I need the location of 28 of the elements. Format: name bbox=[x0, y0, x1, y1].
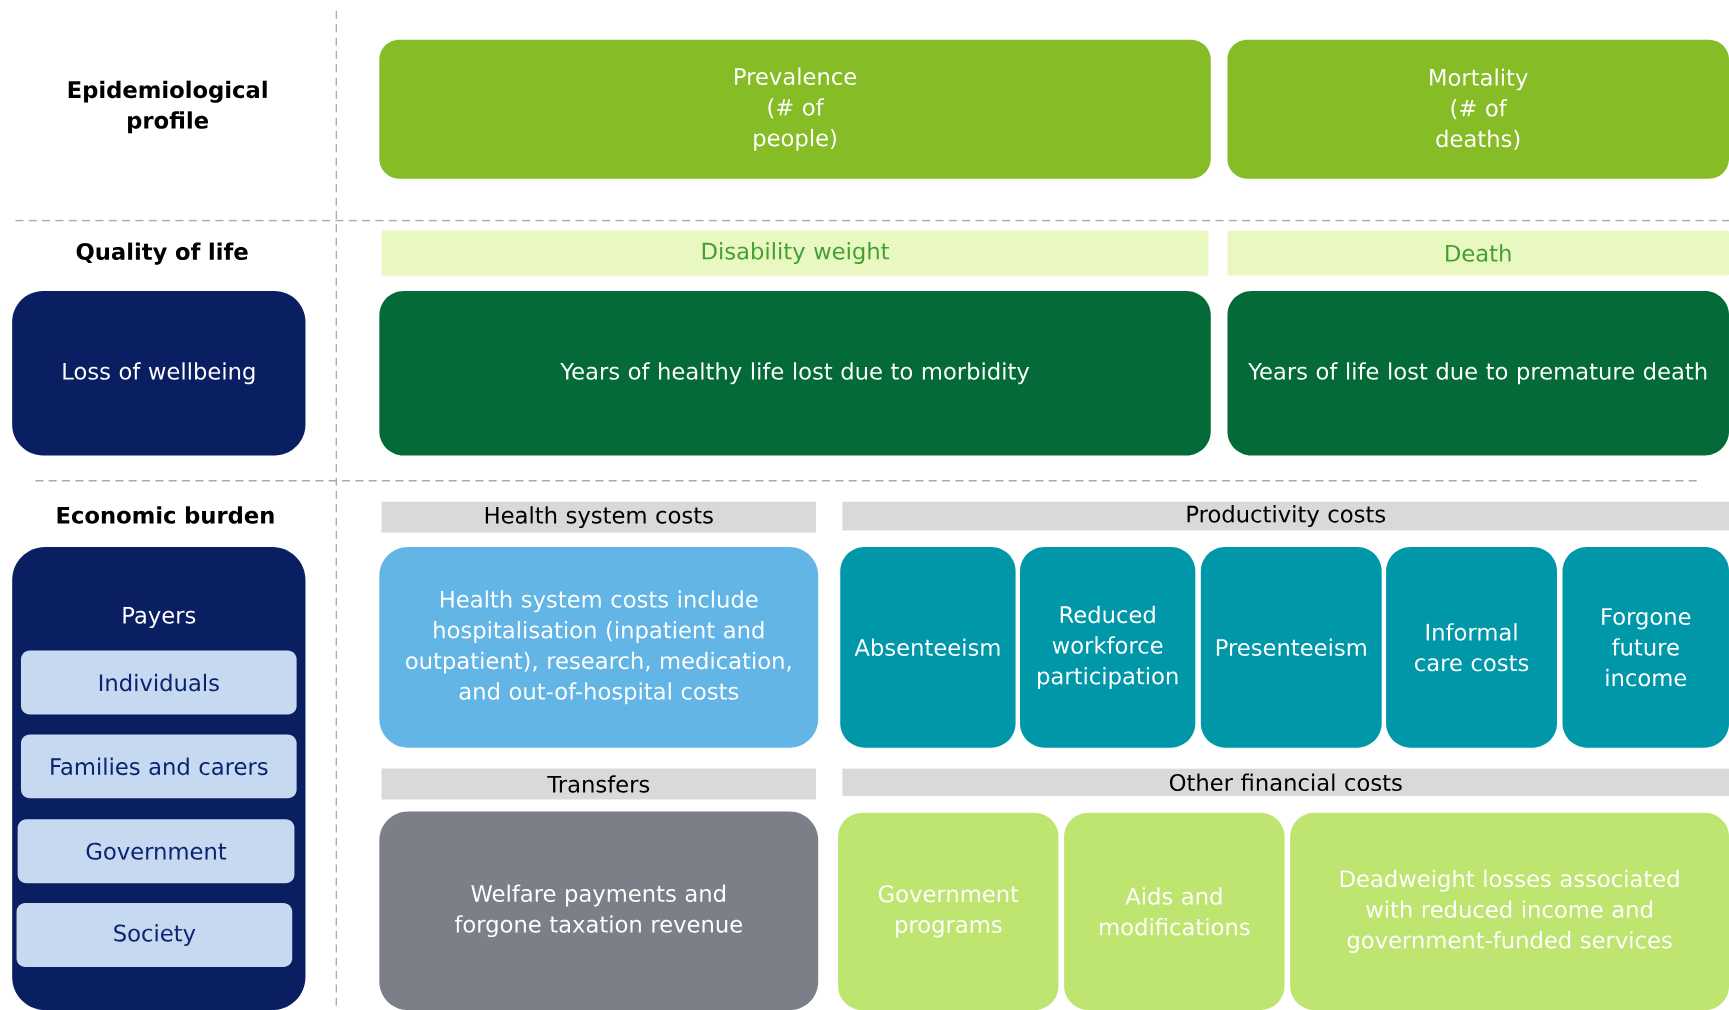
payer-box: Society bbox=[16, 903, 293, 968]
outcome-box: Years of life lost due to premature death bbox=[1227, 291, 1729, 456]
cost-box: Informal care costs bbox=[1386, 546, 1557, 748]
cost-box: Deadweight losses associated with reduced income and government-funded services bbox=[1290, 812, 1729, 1010]
measure-box: Prevalence (# of people) bbox=[379, 39, 1211, 179]
band-header: Death bbox=[1227, 230, 1729, 276]
cost-box: Reduced workforce participation bbox=[1020, 546, 1196, 748]
payer-box: Government bbox=[17, 819, 295, 884]
cost-box: Forgone future income bbox=[1562, 546, 1729, 748]
payer-box: Families and carers bbox=[20, 734, 297, 799]
row-heading: Economic burden bbox=[57, 506, 274, 524]
payer-box: Individuals bbox=[20, 650, 297, 715]
cost-box: Absenteeism bbox=[840, 546, 1016, 748]
cost-box: Welfare payments and forgone taxation revenue bbox=[379, 811, 819, 1010]
cost-box: Aids and modifications bbox=[1064, 812, 1285, 1010]
band-header: Disability weight bbox=[381, 230, 1209, 276]
cost-box: Presenteeism bbox=[1200, 546, 1382, 748]
cost-box: Government programs bbox=[838, 812, 1059, 1010]
outcome-box: Loss of wellbeing bbox=[12, 291, 306, 456]
category-header: Productivity costs bbox=[842, 501, 1729, 531]
row-heading: Epidemiological profile bbox=[68, 80, 267, 134]
cost-box: Health system costs include hospitalisation (inpatient and outpatient), research, medication, and out-of-hospital costs bbox=[379, 546, 819, 748]
measure-box: Mortality (# of deaths) bbox=[1227, 39, 1729, 179]
outcome-box: Years of healthy life lost due to morbidity bbox=[379, 291, 1211, 456]
row-heading: Quality of life bbox=[76, 242, 248, 265]
category-header: Other financial costs bbox=[842, 768, 1729, 797]
category-header: Transfers bbox=[381, 768, 816, 800]
category-header: Health system costs bbox=[381, 501, 816, 533]
